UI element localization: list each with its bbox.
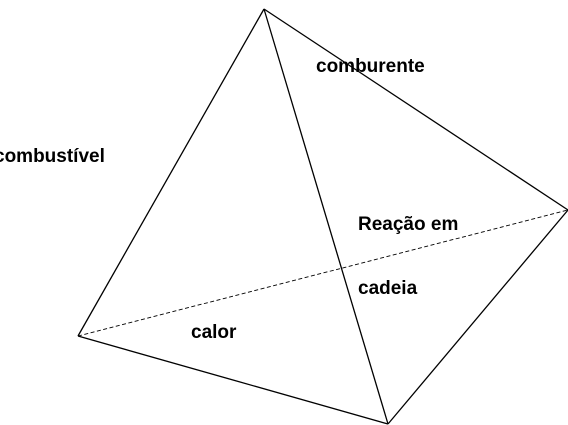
edge-apex-left [77, 8, 265, 337]
label-reacao-em: Reação em [358, 214, 459, 235]
edge-apex-right [263, 8, 568, 211]
label-combustivel-text: combustível [0, 146, 105, 167]
label-calor: calor [191, 322, 237, 343]
edge-apex-bottom [263, 8, 389, 425]
label-combustivel: combustível [0, 146, 133, 168]
edge-hidden-left-right [77, 209, 568, 337]
label-cadeia: cadeia [358, 278, 418, 299]
edge-left-bottom [77, 335, 389, 425]
label-comburente: comburente [316, 56, 425, 77]
edge-bottom-right [387, 209, 568, 425]
